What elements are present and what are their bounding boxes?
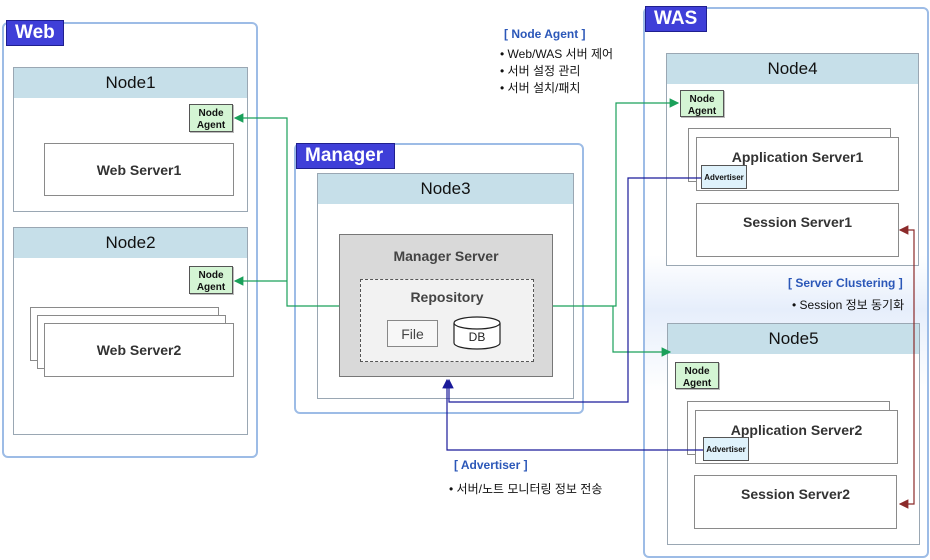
node5-advertiser: Advertiser (703, 437, 749, 461)
node5-header: Node5 (668, 324, 919, 354)
note-node-agent-item: • 서버 설치/패치 (500, 81, 581, 95)
note-clustering-item: • Session 정보 동기화 (792, 298, 905, 312)
session-server2: Session Server2 (694, 475, 897, 529)
note-advertiser-item: • 서버/노트 모니터링 정보 전송 (449, 482, 603, 496)
note-advertiser-title: [ Advertiser ] (454, 458, 528, 472)
note-clustering: [ Server Clustering ] • Session 정보 동기화 (788, 276, 928, 313)
db-cylinder: DB (453, 316, 501, 350)
manager-server-label: Manager Server (393, 248, 499, 264)
note-node-agent: [ Node Agent ] • Web/WAS 서버 제어 • 서버 설정 관… (500, 27, 640, 96)
note-node-agent-item: • Web/WAS 서버 제어 (500, 47, 614, 61)
node1-header: Node1 (14, 68, 247, 98)
file-box: File (387, 320, 438, 347)
note-advertiser: [ Advertiser ] • 서버/노트 모니터링 정보 전송 (449, 458, 649, 497)
app-server2-label: Application Server2 (730, 422, 863, 438)
note-node-agent-title: [ Node Agent ] (504, 27, 586, 41)
repository-label: Repository (410, 289, 484, 305)
web-server1: Web Server1 (44, 143, 234, 196)
db-label: DB (469, 330, 486, 344)
web-zone-title: Web (6, 20, 64, 46)
app-server2: Application Server2 (695, 410, 898, 464)
session-server2-label: Session Server2 (741, 486, 850, 502)
app-server1-label: Application Server1 (731, 149, 864, 165)
node4-header: Node4 (667, 54, 918, 84)
manager-zone-title: Manager (296, 143, 395, 169)
node2-header: Node2 (14, 228, 247, 258)
web-server2: Web Server2 (44, 323, 234, 377)
note-node-agent-item: • 서버 설정 관리 (500, 64, 581, 78)
node3-header: Node3 (318, 174, 573, 204)
note-clustering-title: [ Server Clustering ] (788, 276, 903, 290)
node4-advertiser: Advertiser (701, 165, 747, 189)
was-zone-title: WAS (645, 6, 707, 32)
session-server1-label: Session Server1 (743, 214, 852, 230)
session-server1: Session Server1 (696, 203, 899, 257)
